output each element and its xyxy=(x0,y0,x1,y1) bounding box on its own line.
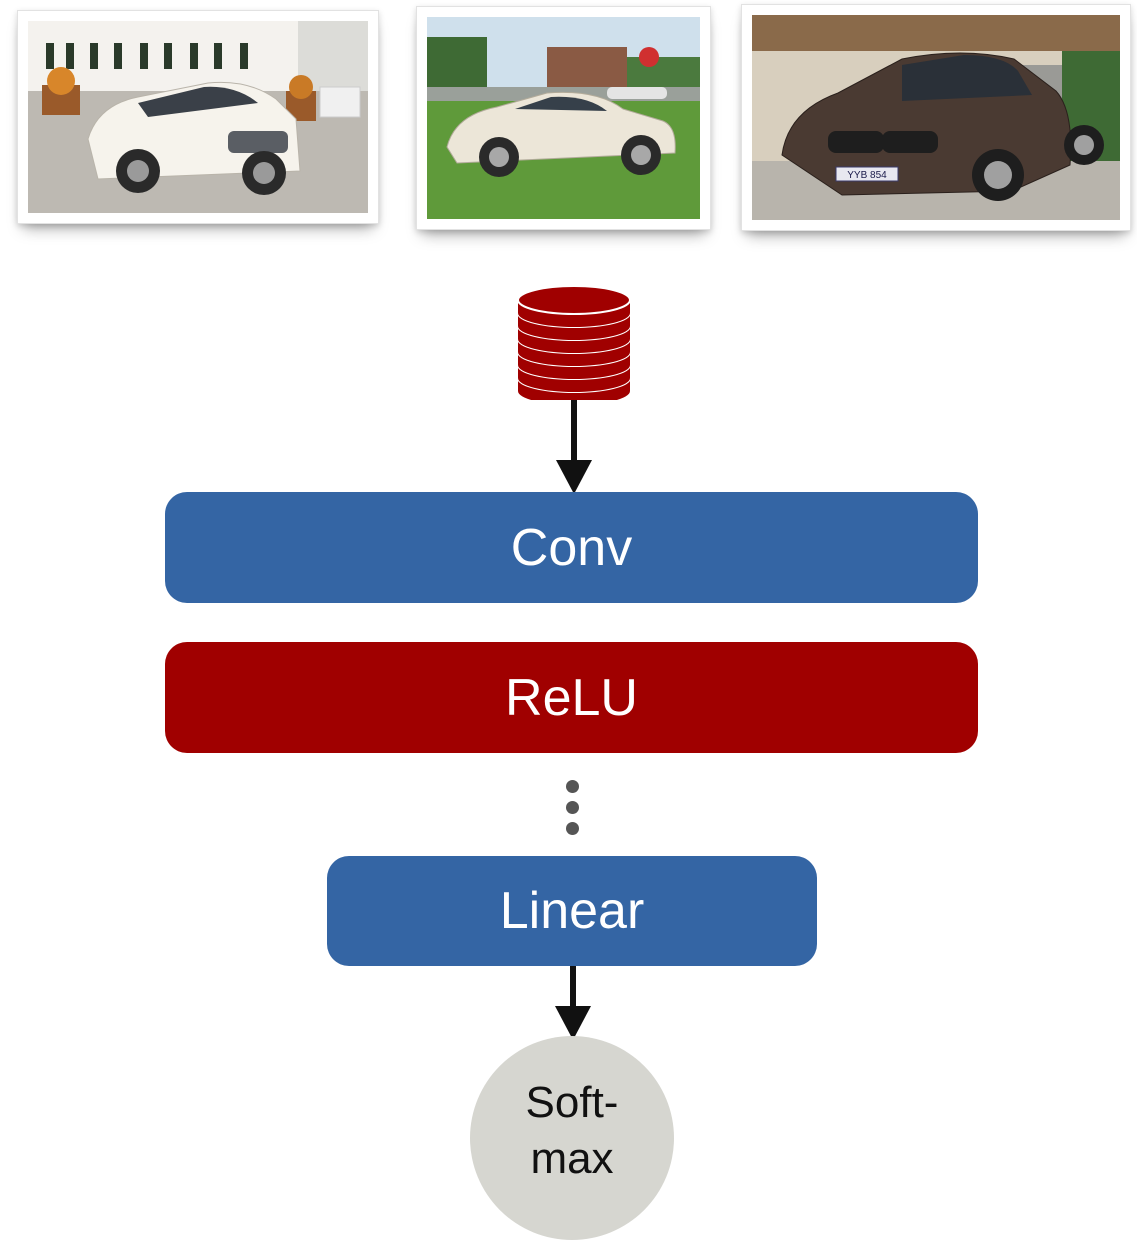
input-photo-3: YYB 854 xyxy=(741,4,1131,231)
database-disks xyxy=(517,285,631,400)
relu-layer: ReLU xyxy=(165,642,978,753)
linear-layer: Linear xyxy=(327,856,817,966)
input-photo-2 xyxy=(416,6,711,230)
car-photo-brown-sedan: YYB 854 xyxy=(752,15,1120,220)
input-photo-1 xyxy=(17,10,379,224)
car-photo-white-sedan xyxy=(28,21,368,213)
linear-layer-label: Linear xyxy=(499,882,645,940)
database-icon xyxy=(517,285,631,400)
ellipsis-dot xyxy=(566,780,579,793)
ellipsis-dot xyxy=(566,801,579,814)
car-photo-silver-coupe xyxy=(427,17,700,219)
conv-layer: Conv xyxy=(165,492,978,603)
softmax-label-line1: Soft- xyxy=(525,1077,619,1127)
arrow-linear-to-softmax xyxy=(555,966,591,1040)
ellipsis-vertical-icon xyxy=(566,780,580,840)
ellipsis-dot xyxy=(566,822,579,835)
relu-layer-label: ReLU xyxy=(505,668,638,727)
arrow-input-to-conv xyxy=(556,400,592,494)
license-plate-text: YYB 854 xyxy=(847,170,887,181)
softmax-node: Soft- max xyxy=(470,1036,674,1240)
conv-layer-label: Conv xyxy=(510,518,633,577)
database-disk-rim xyxy=(517,285,631,315)
softmax-label-line2: max xyxy=(530,1134,614,1183)
